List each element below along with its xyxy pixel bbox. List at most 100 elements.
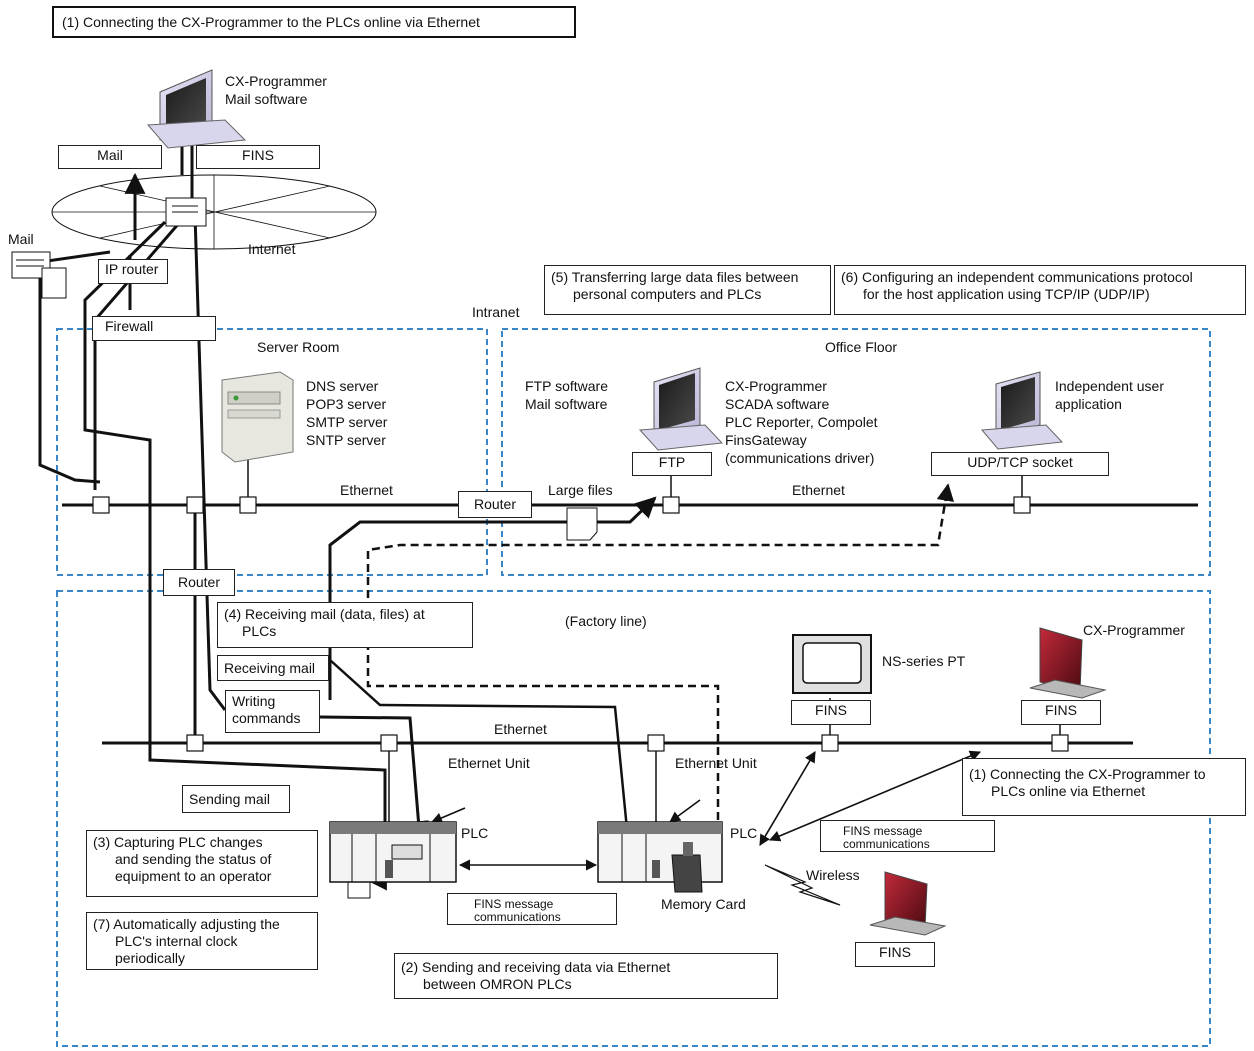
mail-box: Mail (58, 145, 162, 169)
firewall-label: Firewall (105, 318, 154, 334)
callout-7-line2: PLC's internal clock (115, 933, 238, 949)
callout-2-line2: between OMRON PLCs (423, 976, 572, 992)
router-left-box: Router (163, 569, 235, 596)
ns-pt-label: NS-series PT (882, 653, 966, 669)
plc-right-icon (597, 821, 723, 893)
callout-6: (6) Configuring an independent communica… (834, 265, 1246, 315)
wireless-label: Wireless (806, 867, 860, 883)
router-left-label: Router (177, 574, 221, 590)
ethernet-unit-right-label: Ethernet Unit (675, 755, 757, 771)
fins-pt-box: FINS (791, 700, 871, 725)
mail-document-icon (165, 197, 207, 227)
fins-laptop-right-box: FINS (1021, 700, 1101, 725)
ethernet-server-label: Ethernet (340, 482, 393, 498)
udp-socket-label: UDP/TCP socket (967, 454, 1073, 470)
office-floor-zone (501, 328, 1211, 576)
callout-3: (3) Capturing PLC changes and sending th… (86, 830, 318, 897)
large-file-document-icon (566, 507, 598, 541)
sending-mail-box: Sending mail (182, 785, 290, 813)
factory-line-label: (Factory line) (565, 613, 647, 629)
fins-wireless-box: FINS (855, 942, 935, 967)
plc-right-label: PLC (730, 825, 758, 841)
ethernet-factory-label: Ethernet (494, 721, 547, 737)
ethernet-nodes (92, 496, 1069, 752)
firewall-box: Firewall (92, 316, 216, 341)
fins-laptop-right-label: FINS (1045, 702, 1077, 718)
mail-side-document-icon (11, 251, 67, 299)
wireless-signal (764, 864, 841, 906)
socket-route (366, 483, 955, 820)
callout-4-line1: (4) Receiving mail (data, files) at (224, 606, 425, 622)
user-app-line1: Independent user (1055, 378, 1164, 394)
callout-6-line1: (6) Configuring an independent communica… (841, 269, 1193, 285)
ip-router-label: IP router (105, 261, 159, 277)
office-floor-label: Office Floor (825, 339, 898, 355)
cx-right-label: CX-Programmer (1083, 622, 1185, 638)
ns-series-pt-icon (792, 634, 872, 694)
receiving-mail-label: Receiving mail (224, 660, 316, 676)
server-icon (221, 371, 294, 463)
internet-label: Internet (248, 241, 296, 257)
server-room-label: Server Room (257, 339, 340, 355)
callout-4: (4) Receiving mail (data, files) at PLCs (217, 602, 473, 648)
fins-box-top: FINS (196, 145, 320, 169)
office-mid-text: CX-Programmer SCADA software PLC Reporte… (725, 377, 878, 467)
callout-5: (5) Transferring large data files betwee… (544, 265, 831, 315)
large-files-label: Large files (548, 482, 613, 498)
ethernet-office-label: Ethernet (792, 482, 845, 498)
server-sntp: SNTP server (306, 432, 386, 448)
callout-1-factory: (1) Connecting the CX-Programmer to PLCs… (962, 758, 1246, 816)
callout-5-line2: personal computers and PLCs (573, 286, 762, 302)
internet-cloud (51, 174, 377, 250)
fins-msg-left-line2: communications (474, 910, 561, 924)
page-title-text: (1) Connecting the CX-Programmer to the … (62, 14, 480, 30)
plc-left-icon (329, 821, 457, 883)
fins-msg-right-box: FINS message communications (820, 820, 995, 852)
top-pc-line1: CX-Programmer (225, 73, 327, 89)
callout-3-line2: and sending the status of (115, 851, 272, 867)
callout-2-line1: (2) Sending and receiving data via Ether… (401, 959, 671, 975)
mail-software-label: Mail software (525, 396, 608, 412)
server-dns: DNS server (306, 378, 379, 394)
callout-7-line1: (7) Automatically adjusting the (93, 916, 280, 932)
server-list: DNS server POP3 server SMTP server SNTP … (306, 377, 387, 449)
callout-5-line1: (5) Transferring large data files betwee… (551, 269, 799, 285)
callout-1-factory-line2: PLCs online via Ethernet (991, 783, 1146, 799)
router-mid-box: Router (458, 491, 532, 518)
ftp-software-label: FTP software (525, 378, 608, 394)
writing-commands-box: Writing commands (225, 690, 320, 733)
callout-3-line3: equipment to an operator (115, 868, 272, 884)
fins-box-top-label: FINS (242, 147, 274, 163)
sending-mail-label: Sending mail (189, 791, 270, 807)
callout-7: (7) Automatically adjusting the PLC's in… (86, 912, 318, 970)
office-right-text: Independent user application (1055, 377, 1164, 413)
office-scada-label: SCADA software (725, 396, 830, 412)
router-mid-label: Router (473, 496, 517, 512)
callout-6-line2: for the host application using TCP/IP (U… (863, 286, 1150, 302)
user-app-line2: application (1055, 396, 1122, 412)
fins-pt-label: FINS (815, 702, 847, 718)
fins-msg-right-line1: FINS message (843, 824, 923, 838)
fins-msg-left-box: FINS message communications (447, 893, 617, 925)
intranet-label: Intranet (472, 304, 520, 320)
large-files-route (328, 496, 657, 700)
fins-msg-left-line1: FINS message (474, 897, 554, 911)
user-app-pc-icon (980, 371, 1064, 450)
office-pc-icon (638, 367, 724, 451)
ftp-box-label: FTP (658, 454, 686, 470)
callout-2: (2) Sending and receiving data via Ether… (394, 953, 778, 999)
top-pc-label: CX-Programmer Mail software (225, 72, 327, 108)
cx-programmer-laptop-icon (1029, 627, 1107, 699)
mail-side-label: Mail (8, 231, 34, 247)
writing-label: Writing (232, 693, 276, 709)
callout-7-line3: periodically (115, 950, 186, 966)
receiving-mail-box: Receiving mail (217, 655, 329, 681)
ip-router-box: IP router (98, 259, 168, 284)
factory-line-zone (56, 590, 1211, 1047)
commands-label: commands (232, 710, 301, 726)
wireless-laptop-icon (869, 871, 947, 936)
callout-1-factory-line1: (1) Connecting the CX-Programmer to (969, 766, 1206, 782)
top-pc-line2: Mail software (225, 91, 308, 107)
office-left-text: FTP software Mail software (525, 377, 608, 413)
